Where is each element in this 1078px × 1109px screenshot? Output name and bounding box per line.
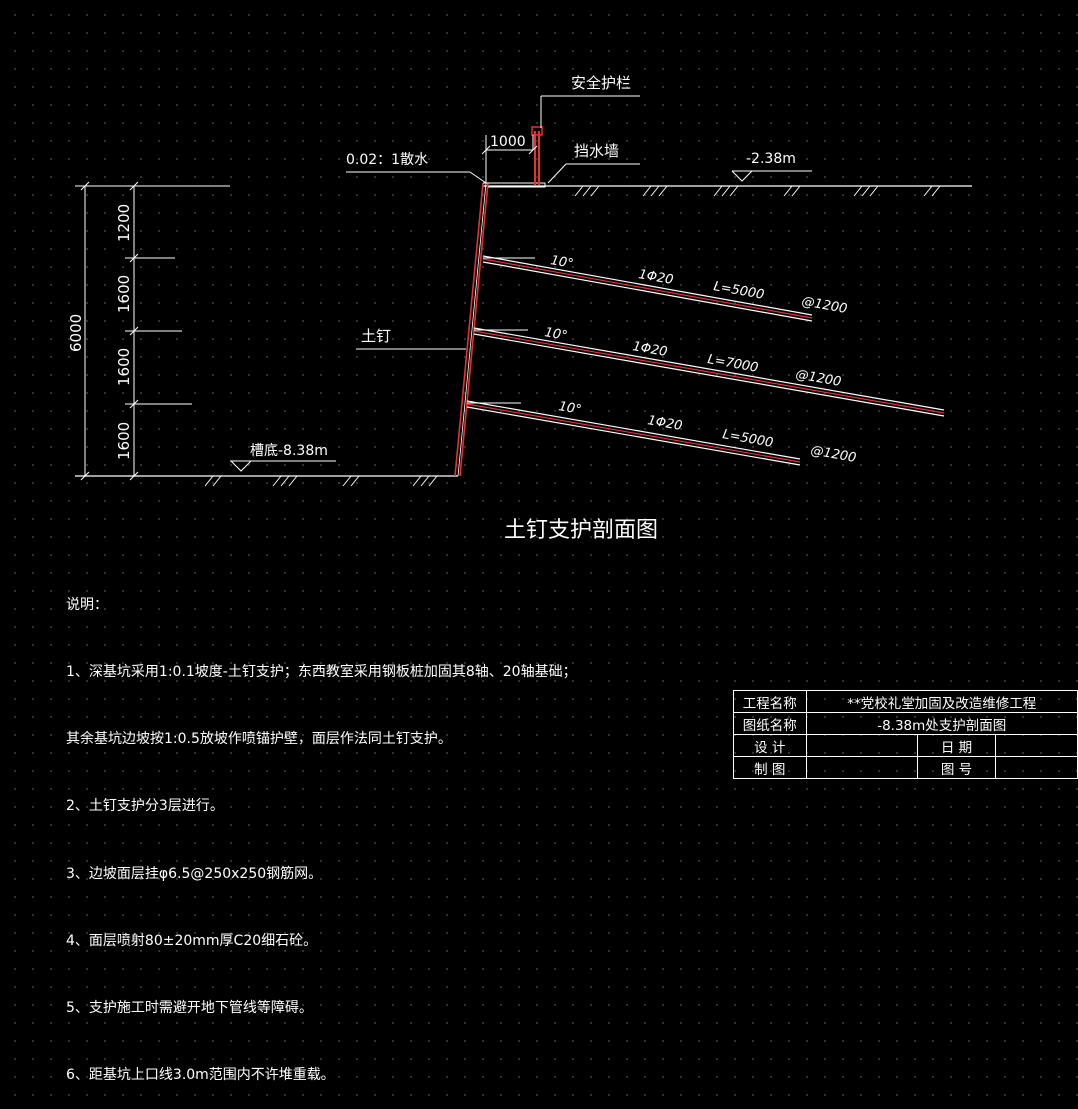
dim-seg-1: 1200 bbox=[115, 204, 133, 242]
nail-2-bar: 1Φ20 bbox=[631, 339, 668, 360]
notes-heading: 说明： bbox=[66, 596, 108, 613]
project-name-label: 工程名称 bbox=[733, 690, 807, 713]
nail-2-angle: 10° bbox=[543, 325, 568, 344]
dim-seg-2: 1600 bbox=[115, 275, 133, 313]
water-wall-label: 挡水墙 bbox=[574, 142, 619, 160]
nail-1-angle: 10° bbox=[549, 253, 574, 272]
note-line-7: 6、距基坑上口线3.0m范围内不许堆重载。 bbox=[66, 1067, 335, 1084]
date-value bbox=[995, 734, 1078, 757]
title-block: 工程名称 **党校礼堂加固及改造维修工程 图纸名称 -8.38m处支护剖面图 设… bbox=[733, 690, 1078, 779]
nail-2-length: L=7000 bbox=[706, 352, 759, 376]
drawing-name-label: 图纸名称 bbox=[733, 712, 807, 735]
top-elevation-label: -2.38m bbox=[746, 151, 796, 167]
nail-3-spacing: @1200 bbox=[809, 443, 857, 466]
notes-block: 说明： 1、深基坑采用1:0.1坡度-土钉支护；东西教室采用钢板桩加固其8轴、2… bbox=[66, 549, 577, 1109]
soil-nail-1 bbox=[482, 255, 813, 322]
safety-railing bbox=[531, 126, 543, 185]
dim-seg-4: 1600 bbox=[115, 422, 133, 460]
note-line-4: 3、边坡面层挂φ6.5@250x250钢筋网。 bbox=[66, 865, 323, 882]
water-wall-leader bbox=[547, 163, 567, 184]
section-drawing: 安全护栏 1000 挡水墙 0.02：1散水 -2.38m 槽底-8.38m bbox=[67, 74, 972, 487]
drain-label: 0.02：1散水 bbox=[346, 152, 428, 168]
dim-total-label: 6000 bbox=[67, 314, 85, 352]
railing-label: 安全护栏 bbox=[571, 74, 631, 92]
dim-1000-label: 1000 bbox=[490, 134, 526, 150]
designer-label: 设 计 bbox=[733, 734, 807, 757]
drawing-number-value bbox=[995, 756, 1078, 779]
nail-2-spacing: @1200 bbox=[794, 367, 842, 390]
drafter-value bbox=[805, 756, 918, 779]
project-name-value: **党校礼堂加固及改造维修工程 bbox=[805, 690, 1078, 713]
nail-1-spacing: @1200 bbox=[800, 294, 848, 317]
dim-1000 bbox=[481, 135, 538, 183]
note-line-3: 2、土钉支护分3层进行。 bbox=[66, 798, 224, 815]
soil-hatch-bottom bbox=[204, 475, 438, 487]
date-label: 日 期 bbox=[916, 734, 997, 757]
dim-seg-3: 1600 bbox=[115, 348, 133, 386]
note-line-6: 5、支护施工时需避开地下管线等障碍。 bbox=[66, 1000, 313, 1017]
soil-nail-2 bbox=[473, 327, 945, 417]
vertical-dimension bbox=[75, 181, 230, 481]
nail-1-bar: 1Φ20 bbox=[637, 267, 674, 288]
bottom-elevation-label: 槽底-8.38m bbox=[250, 443, 328, 459]
bottom-elevation-marker bbox=[230, 460, 252, 472]
designer-value bbox=[805, 734, 918, 757]
note-line-1: 1、深基坑采用1:0.1坡度-土钉支护；东西教室采用钢板桩加固其8轴、20轴基础… bbox=[66, 664, 577, 681]
drawing-title: 土钉支护剖面图 bbox=[503, 518, 658, 543]
soil-nail-label: 土钉 bbox=[361, 327, 391, 345]
nail-3-angle: 10° bbox=[557, 399, 582, 418]
nail-1-length: L=5000 bbox=[712, 279, 765, 303]
soil-hatch-top bbox=[574, 185, 941, 197]
nail-3-bar: 1Φ20 bbox=[646, 413, 683, 434]
drawing-number-label: 图 号 bbox=[916, 756, 997, 779]
top-elevation-marker bbox=[731, 170, 753, 182]
drain-leader-2 bbox=[469, 171, 487, 184]
note-line-5: 4、面层喷射80±20mm厚C20细石砼。 bbox=[66, 932, 318, 949]
drawing-name-value: -8.38m处支护剖面图 bbox=[805, 712, 1078, 735]
note-line-2: 其余基坑边坡按1:0.5放坡作喷锚护壁，面层作法同土钉支护。 bbox=[66, 731, 452, 748]
soil-nail-3 bbox=[466, 400, 801, 466]
drafter-label: 制 图 bbox=[733, 756, 807, 779]
